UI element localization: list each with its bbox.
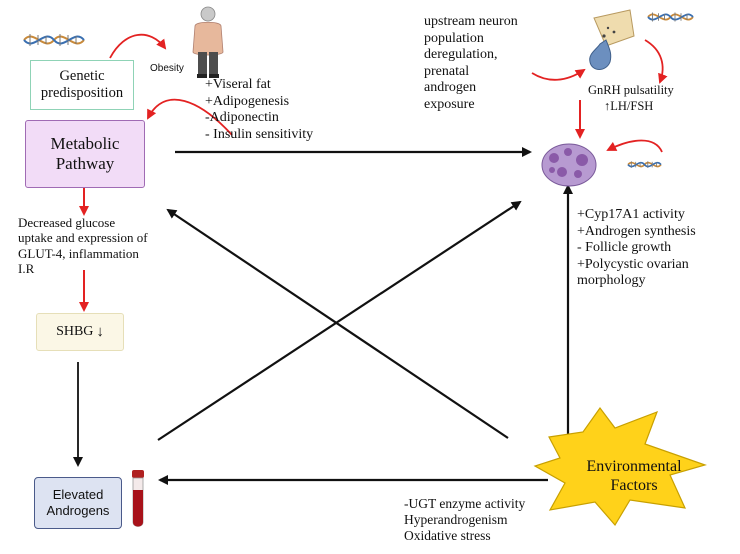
obesity-effect: -Adiponectin [205,110,279,126]
ovary-effect: +Cyp17A1 activity [577,207,685,222]
environmental-effect: Hyperandrogenism [404,511,508,527]
red-arrow-dna-to-gnrh [644,39,668,84]
upstream-line: deregulation, [424,47,498,63]
upstream-factors: upstream neuron population deregulation,… [424,14,518,113]
blood-tube-icon [132,470,144,527]
environmental-effects: -UGT enzyme activity Hyperandrogenism Ox… [404,496,525,544]
environmental-effect: -UGT enzyme activity [404,496,526,511]
glucose-effect: GLUT-4, inflammation [18,245,139,261]
arrow-env-to-metabolic [166,208,509,439]
environmental-star [533,406,707,527]
metabolic-pathway-label: Metabolic Pathway [50,133,120,173]
ovary-effect: morphology [577,273,646,289]
obesity-effect: +Viseral fat [205,77,271,92]
red-arrow-upstream-to-hypothalamus [531,68,586,81]
gnrh-pulsatility-label: GnRH pulsatility [588,83,674,97]
obesity-label: Obesity [150,63,184,74]
glucose-effect: Decreased glucose [18,215,116,230]
glucose-effects: Decreased glucose uptake and expression … [18,215,148,276]
obesity-effect: +Adipogenesis [205,93,290,109]
red-arrow-dna-to-obesity [109,33,167,59]
decrease-arrow-icon: ↓ [96,323,104,340]
upstream-line: exposure [424,96,475,112]
red-arrow-obesity-to-metabolic [147,98,233,136]
shbg-box: SHBG ↓ [36,313,124,351]
lh-fsh-label: ↑LH/FSH [604,99,654,113]
shbg-label: SHBG [56,324,94,339]
ovary-effects: +Cyp17A1 activity +Androgen synthesis - … [577,207,696,290]
ovary-effect: - Follicle growth [577,240,672,256]
red-arrow-dna-to-ovary [606,139,663,153]
environmental-effect: Oxidative stress [404,527,491,543]
glucose-effect: I.R [18,260,35,276]
metabolic-pathway-box: Metabolic Pathway [25,120,145,188]
environmental-factors-text: Environmental Factors [586,457,682,494]
dna-icon [23,34,85,46]
arrow-elevated-to-ovary [157,200,522,441]
elevated-androgens-label: Elevated Androgens [46,487,110,518]
glucose-effect: uptake and expression of [18,230,148,246]
ovary-icon [541,143,597,187]
dna-icon [647,12,694,22]
environmental-factors-label: Environmental Factors [572,455,696,497]
hypothalamus-icon [589,9,635,70]
ovary-effect: +Androgen synthesis [577,223,696,239]
ovary-effect: +Polycystic ovarian [577,256,689,272]
genetic-predisposition-box: Genetic predisposition [30,60,134,110]
obesity-effect: - Insulin sensitivity [205,126,314,142]
person-icon [192,6,224,78]
upstream-line: prenatal [424,63,470,79]
upstream-line: population [424,30,484,46]
elevated-androgens-box: Elevated Androgens [34,477,122,529]
upstream-line: upstream neuron [424,14,518,29]
dna-icon [627,161,662,168]
genetic-predisposition-label: Genetic predisposition [40,68,124,101]
obesity-effects: +Viseral fat +Adipogenesis -Adiponectin … [205,77,313,143]
upstream-line: androgen [424,80,477,96]
